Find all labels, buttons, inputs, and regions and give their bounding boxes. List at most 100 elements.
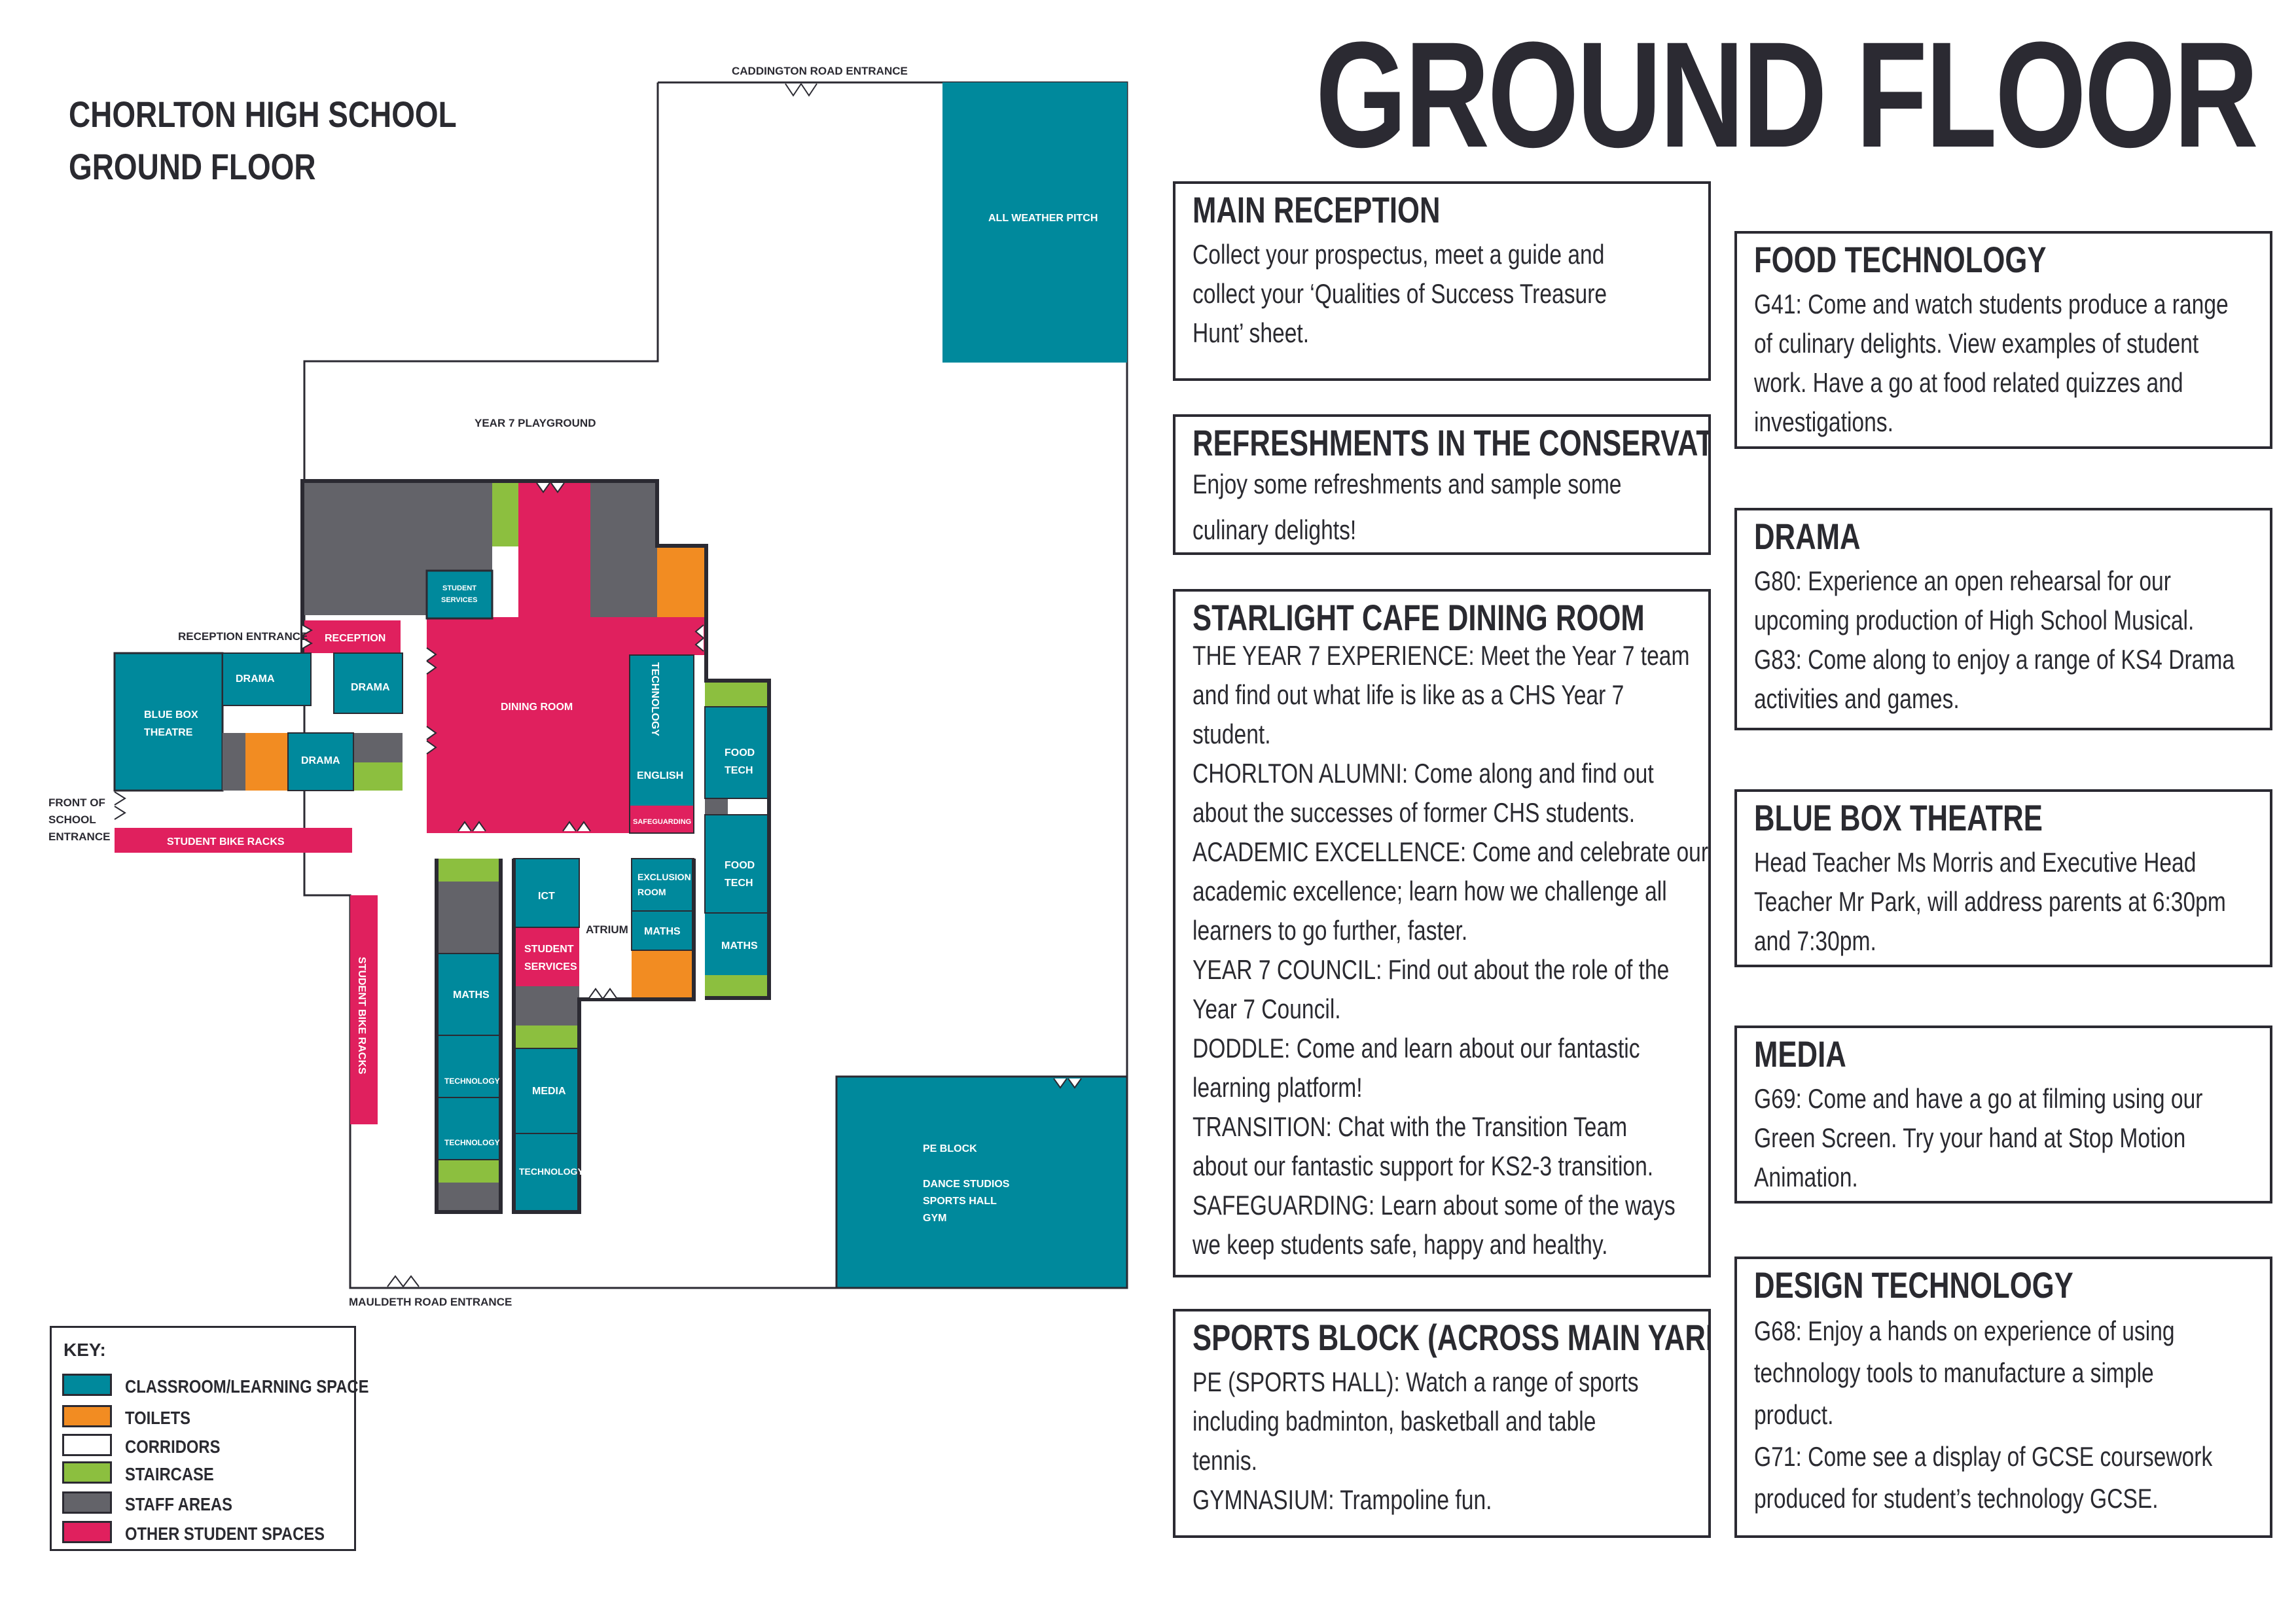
panel-line: Head Teacher Ms Morris and Executive Hea… [1754, 847, 2197, 878]
key-label: TOILETS [125, 1408, 191, 1428]
panel-line: product. [1754, 1399, 1834, 1430]
pe-block-label: PE BLOCK [923, 1143, 977, 1154]
safeguarding-room [630, 806, 694, 833]
panel-line: GYMNASIUM: Trampoline fun. [1193, 1484, 1492, 1515]
panel-line: we keep students safe, happy and healthy… [1193, 1229, 1608, 1260]
panel-line: TRANSITION: Chat with the Transition Tea… [1193, 1111, 1628, 1142]
drama-label-b: DRAMA [351, 682, 390, 693]
maths-room-east [705, 913, 769, 975]
technology-room-c [514, 1133, 579, 1212]
panel-body: PE (SPORTS HALL): Watch a range of sport… [1193, 1363, 1639, 1520]
panel-line: collect your ‘Qualities of Success Treas… [1193, 278, 1607, 309]
bike-racks-v-label: STUDENT BIKE RACKS [356, 957, 367, 1075]
student-services-label-1: STUDENT [524, 944, 574, 955]
dining-room-label: DINING ROOM [501, 702, 573, 713]
staircase-south-a [437, 859, 501, 882]
panel-starlight: STARLIGHT CAFE DINING ROOM THE YEAR 7 EX… [1173, 589, 1711, 1277]
staff-area-south-c [514, 986, 579, 1026]
staircase-south-b [437, 1160, 501, 1183]
panel-line: Hunt’ sheet. [1193, 317, 1310, 348]
panel-line: PE (SPORTS HALL): Watch a range of sport… [1193, 1366, 1639, 1397]
blue-box-theatre [113, 652, 224, 792]
panel-design-technology: DESIGN TECHNOLOGY G68: Enjoy a hands on … [1734, 1257, 2272, 1538]
panel-main-reception: MAIN RECEPTION Collect your prospectus, … [1173, 181, 1711, 381]
panel-line: academic excellence; learn how we challe… [1193, 876, 1667, 906]
maths-room-south [437, 954, 501, 1035]
food-tech-room-b [705, 815, 769, 913]
staircase-west [353, 762, 403, 791]
panel-body: G41: Come and watch students produce a r… [1754, 285, 2229, 442]
reception-entrance-label: RECEPTION ENTRANCE [178, 630, 308, 643]
staff-area-top-right [590, 481, 657, 617]
english-room [630, 728, 694, 806]
panel-line: DODDLE: Come and learn about our fantast… [1193, 1033, 1640, 1063]
key-label: OTHER STUDENT SPACES [125, 1524, 325, 1544]
staircase-south-c [514, 1026, 579, 1048]
reception [302, 620, 401, 653]
technology-label-a: TECHNOLOGY [444, 1077, 500, 1086]
technology-v-room [630, 655, 694, 728]
panel-line: produced for student’s technology GCSE. [1754, 1483, 2159, 1514]
map-key: KEY: CLASSROOM/LEARNING SPACE TOILETS CO… [50, 1326, 368, 1551]
dining-room-top [518, 481, 590, 617]
panel-line: student. [1193, 719, 1271, 749]
panel-line: Collect your prospectus, meet a guide an… [1193, 239, 1605, 270]
panel-line: work. Have a go at food related quizzes … [1754, 367, 2183, 398]
key-swatch [62, 1434, 112, 1456]
exclusion-room [632, 859, 694, 911]
panel-line: SAFEGUARDING: Learn about some of the wa… [1193, 1190, 1676, 1221]
panel-media: MEDIA G69: Come and have a go at filming… [1734, 1026, 2272, 1204]
panel-line: about the successes of former CHS studen… [1193, 797, 1636, 828]
panel-line: activities and games. [1754, 683, 1960, 714]
panel-line: about our fantastic support for KS2-3 tr… [1193, 1150, 1654, 1181]
dance-studios-label: DANCE STUDIOS [923, 1179, 1010, 1190]
panel-blue-box-theatre: BLUE BOX THEATRE Head Teacher Ms Morris … [1734, 789, 2272, 967]
front-entrance-label-1: FRONT OF [48, 796, 105, 809]
floor-plan: CADDINGTON ROAD ENTRANCE YEAR 7 PLAYGROU… [48, 65, 1128, 1308]
student-services-room [514, 927, 579, 986]
panel-line: G83: Come along to enjoy a range of KS4 … [1754, 644, 2235, 675]
page-title: GROUND FLOOR [1316, 10, 2259, 179]
panel-line: Year 7 Council. [1193, 993, 1341, 1024]
maths-label-east: MATHS [721, 940, 758, 952]
staircase-top [492, 481, 518, 546]
panel-line: and 7:30pm. [1754, 925, 1876, 956]
panel-title: DRAMA [1754, 516, 1861, 557]
panel-line: Green Screen. Try your hand at Stop Moti… [1754, 1122, 2186, 1153]
student-services-top-label-2: SERVICES [441, 596, 477, 604]
toilets-atrium [632, 950, 694, 999]
panel-line: learning platform! [1193, 1072, 1363, 1103]
dining-room [427, 617, 630, 833]
technology-room-a [437, 1035, 501, 1097]
school-title: CHORLTON HIGH SCHOOL GROUND FLOOR [69, 88, 457, 193]
panel-body: Head Teacher Ms Morris and Executive Hea… [1754, 843, 2226, 961]
exclusion-label-2: ROOM [637, 887, 666, 897]
student-services-label-2: SERVICES [524, 961, 577, 972]
panel-title: FOOD TECHNOLOGY [1754, 239, 2047, 280]
pe-block [835, 1075, 1128, 1289]
key-swatch [62, 1491, 112, 1514]
panel-title: SPORTS BLOCK (ACROSS MAIN YARD) [1193, 1317, 1711, 1358]
atrium-label: ATRIUM [586, 923, 628, 936]
maths-room-atrium [632, 911, 694, 950]
key-label: CORRIDORS [125, 1436, 221, 1457]
toilets-top [657, 546, 706, 618]
drama-room-a [223, 653, 311, 705]
all-weather-pitch [942, 82, 1127, 363]
caddington-road-label: CADDINGTON ROAD ENTRANCE [732, 65, 908, 77]
student-services-top [425, 569, 493, 620]
panel-line: culinary delights! [1193, 514, 1357, 545]
food-tech-label-b2: TECH [725, 878, 753, 889]
year7-playground-label: YEAR 7 PLAYGROUND [475, 417, 596, 429]
panel-line: YEAR 7 COUNCIL: Find out about the role … [1193, 954, 1670, 985]
key-label: STAFF AREAS [125, 1494, 232, 1514]
bike-racks-h-label: STUDENT BIKE RACKS [167, 836, 285, 847]
panel-line: tennis. [1193, 1445, 1257, 1476]
panel-body: Collect your prospectus, meet a guide an… [1193, 235, 1607, 353]
maths-label-south: MATHS [453, 990, 490, 1001]
panel-food-technology: FOOD TECHNOLOGY G41: Come and watch stud… [1734, 231, 2272, 449]
drama-label-c: DRAMA [301, 755, 340, 766]
media-label: MEDIA [532, 1086, 566, 1097]
panel-title: MEDIA [1754, 1033, 1846, 1075]
toilets-west [245, 733, 288, 791]
